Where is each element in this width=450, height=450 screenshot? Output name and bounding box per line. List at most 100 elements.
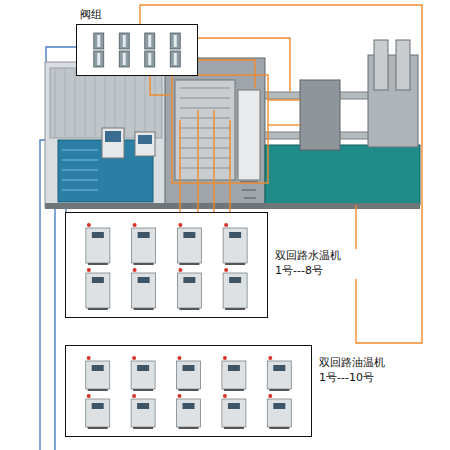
- temp-unit-icon: [86, 273, 110, 308]
- temp-unit-icon: [132, 228, 156, 263]
- temp-unit-icon: [177, 356, 201, 391]
- temp-unit-icon: [224, 223, 228, 227]
- temp-unit-icon: [87, 356, 91, 360]
- machine-injection: [265, 145, 420, 205]
- temp-unit-icon: [137, 403, 149, 409]
- temp-unit-icon: [86, 268, 110, 310]
- valve-icon: [119, 51, 129, 67]
- valve-icon: [119, 33, 129, 49]
- temp-unit-icon: [132, 268, 156, 310]
- temp-unit-icon: [228, 403, 240, 409]
- temp-unit-icon: [87, 223, 91, 227]
- valve-icon: [123, 53, 126, 65]
- machine-guard: [45, 62, 167, 207]
- temp-unit-icon: [223, 273, 247, 308]
- temp-unit-icon: [223, 268, 247, 310]
- temp-unit-icon: [87, 394, 91, 398]
- valve-icon: [123, 35, 126, 47]
- temp-unit-icon: [224, 268, 228, 272]
- temp-unit-icon: [222, 399, 246, 427]
- temp-unit-icon: [178, 356, 182, 360]
- machine-injection: [396, 40, 410, 90]
- temp-unit-icon: [178, 268, 182, 272]
- box-ground: [76, 24, 198, 76]
- machine-injection: [45, 40, 420, 209]
- temp-unit-icon: [132, 394, 136, 398]
- temp-unit-icon: [223, 356, 227, 360]
- temp-unit-icon: [179, 263, 199, 265]
- temp-unit-icon: [177, 273, 201, 308]
- temp-unit-icon: [224, 427, 244, 429]
- temp-unit-icon: [179, 427, 199, 429]
- temp-unit-icon: [92, 232, 104, 238]
- orange-pipe: [172, 75, 268, 183]
- valve-icon: [94, 51, 104, 67]
- machine-platen: [175, 80, 235, 180]
- temp-unit-icon: [268, 394, 272, 398]
- valve-icon: [170, 51, 180, 67]
- temp-unit-icon: [134, 263, 154, 265]
- valve-icon: [94, 33, 104, 49]
- temp-unit-icon: [179, 389, 199, 391]
- temp-unit-icon: [273, 365, 285, 371]
- group-box: 阀组: [76, 24, 198, 76]
- temp-unit-icon: [138, 277, 150, 283]
- machine-platen: [240, 182, 258, 198]
- orange-pipe: [179, 120, 180, 212]
- temp-unit-icon: [177, 223, 201, 265]
- orange-pipe: [229, 120, 230, 212]
- temp-unit-icon: [137, 365, 149, 371]
- temp-unit-icon: [179, 308, 199, 310]
- temp-unit-icon: [223, 228, 247, 263]
- temp-unit-icon: [138, 232, 150, 238]
- machine-platen: [238, 90, 260, 180]
- temp-unit-icon: [134, 308, 154, 310]
- valve-icon: [145, 51, 155, 67]
- orange-pipe: [150, 76, 170, 95]
- temp-unit-icon: [269, 427, 289, 429]
- temp-unit-icon: [86, 228, 110, 263]
- temp-unit-icon: [183, 277, 195, 283]
- machine-guard: [135, 132, 155, 156]
- temp-unit-icon: [132, 273, 156, 308]
- temp-unit-icon: [273, 403, 285, 409]
- temp-unit-icon: [133, 223, 137, 227]
- temp-unit-icon: [178, 223, 182, 227]
- valve-icon: [174, 53, 177, 65]
- temp-unit-icon: [177, 228, 201, 263]
- orange-pipe: [213, 110, 214, 212]
- valve-icon: [170, 51, 180, 67]
- machine-injection: [300, 80, 340, 150]
- valve-icon: [145, 51, 155, 67]
- temp-unit-icon: [88, 389, 108, 391]
- valve-icon: [94, 33, 104, 49]
- valve-icon: [145, 33, 155, 49]
- temp-unit-icon: [177, 394, 201, 429]
- temp-unit-icon: [267, 394, 291, 429]
- temp-unit-icon: [222, 361, 246, 389]
- temp-unit-icon: [92, 403, 104, 409]
- temp-unit-icon: [223, 223, 247, 265]
- group-label: 双回路水温机 1号---8号: [274, 249, 360, 279]
- equipment-icons: [65, 24, 312, 437]
- temp-unit-icon: [131, 361, 155, 389]
- temp-unit-icon: [92, 365, 104, 371]
- machine-platen: [180, 88, 230, 168]
- temp-unit-icon: [222, 394, 246, 429]
- valve-icon: [174, 35, 177, 47]
- temp-unit-icon: [183, 403, 195, 409]
- temp-unit-icon: [267, 356, 291, 391]
- machine-guard: [102, 128, 124, 158]
- valve-icon: [97, 35, 100, 47]
- temp-unit-icon: [86, 399, 110, 427]
- temp-unit-icon: [268, 356, 272, 360]
- temp-unit-icon: [132, 223, 156, 265]
- temp-unit-icon: [269, 389, 289, 391]
- box-ground: [65, 345, 312, 437]
- temp-unit-icon: [88, 308, 108, 310]
- valve-icon: [148, 35, 151, 47]
- temp-unit-icon: [177, 361, 201, 389]
- temp-unit-icon: [225, 263, 245, 265]
- temp-unit-icon: [223, 394, 227, 398]
